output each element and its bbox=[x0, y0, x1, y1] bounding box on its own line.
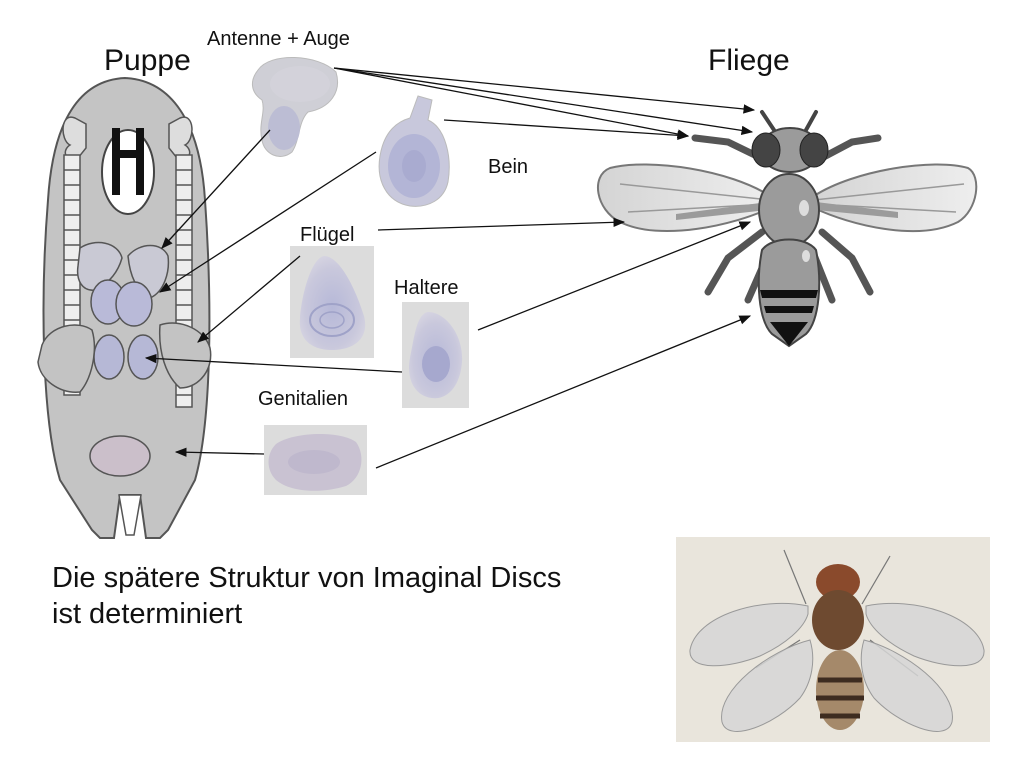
arrow-genitals-to-fly bbox=[375, 315, 752, 469]
pupa-disc-wing-left bbox=[37, 324, 96, 393]
caption-line-1: Die spätere Struktur von Imaginal Discs bbox=[52, 562, 562, 594]
caption-line-2: ist determiniert bbox=[52, 598, 243, 630]
arrow-leg-to-fly bbox=[443, 119, 690, 140]
arrow-wing-label-to-fly bbox=[377, 217, 626, 231]
arrow-antenna-to-pupa bbox=[161, 129, 271, 249]
label-wing: Flügel bbox=[300, 224, 355, 246]
fly-photo bbox=[676, 537, 990, 742]
pupa-head-oval bbox=[101, 129, 155, 215]
label-antenna-eye: Antenne + Auge bbox=[207, 28, 350, 50]
arrow-leg-to-pupa bbox=[159, 151, 377, 293]
arrows bbox=[144, 67, 756, 469]
label-haltere: Haltere bbox=[394, 277, 459, 299]
pupa-head-mark bbox=[112, 128, 144, 195]
label-genitals: Genitalien bbox=[258, 388, 349, 410]
arrow-genitals-to-pupa bbox=[174, 447, 265, 457]
fly-photo-wing-left bbox=[689, 602, 809, 667]
pupa-discs bbox=[37, 241, 212, 477]
arrow-antenna-to-fly-3 bbox=[333, 67, 690, 139]
fly-thorax bbox=[758, 173, 820, 247]
disc-wing bbox=[290, 246, 374, 358]
disc-haltere bbox=[402, 302, 469, 408]
pupa-disc-eye-left bbox=[76, 241, 123, 291]
fly-wing-right bbox=[813, 163, 978, 233]
label-pupa: Puppe bbox=[104, 44, 191, 77]
arrow-haltere-to-fly bbox=[477, 221, 752, 331]
disc-leg bbox=[378, 95, 450, 207]
disc-genitals bbox=[264, 425, 367, 495]
arrow-antenna-to-fly-2 bbox=[333, 67, 754, 136]
fly-photo-wing-right bbox=[865, 602, 985, 667]
pupa-disc-haltere-right bbox=[127, 334, 159, 380]
arrow-antenna-to-fly-1 bbox=[333, 67, 756, 114]
pupa-disc-haltere-left bbox=[93, 334, 125, 380]
pupa-disc-leg-right bbox=[115, 281, 153, 327]
fly-eye-right bbox=[799, 132, 829, 168]
disc-antenna-eye bbox=[252, 57, 338, 157]
pupa-disc-genital bbox=[89, 435, 151, 477]
caption: Die spätere Struktur von Imaginal Discs … bbox=[52, 560, 672, 632]
label-fly: Fliege bbox=[708, 44, 790, 77]
fly-figure bbox=[596, 110, 978, 348]
fly-eye-left bbox=[751, 132, 781, 168]
arrow-haltere-to-pupa bbox=[144, 353, 403, 373]
label-leg: Bein bbox=[488, 156, 529, 178]
pupa-figure bbox=[37, 76, 212, 539]
arrow-wing-to-pupa bbox=[197, 255, 301, 343]
